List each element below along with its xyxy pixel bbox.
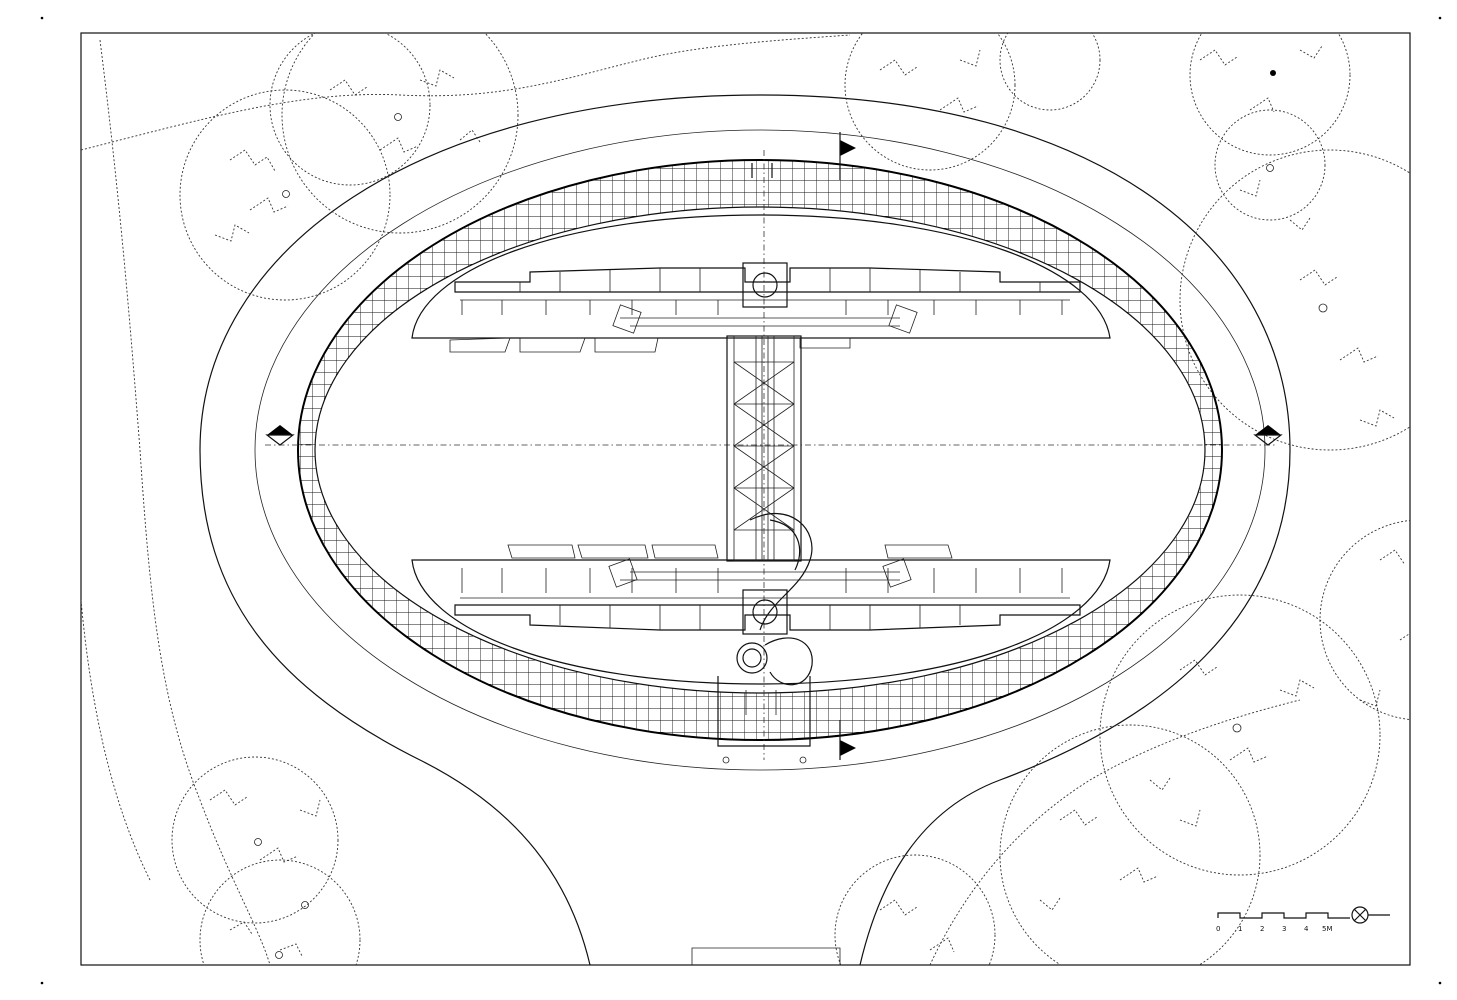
- corner-marks: [40, 16, 1442, 985]
- scale-tick-3: 3: [1282, 925, 1286, 933]
- north-arrow-icon: [1351, 906, 1390, 924]
- grid-roof-ring: [290, 150, 1230, 750]
- section-markers: [265, 132, 1283, 760]
- site-boundary-lines: [81, 34, 1301, 965]
- inner-floor: [265, 150, 1275, 760]
- scale-tick-0: 0: [1216, 925, 1220, 933]
- foliage-hatching: [209, 45, 1410, 957]
- drawing-frame: [80, 32, 1411, 966]
- scale-tick-4: 4: [1304, 925, 1309, 933]
- spiral-stair: [736, 513, 813, 686]
- central-bridge-truss: [726, 335, 802, 562]
- upper-equipment-bank: [449, 262, 1081, 353]
- south-entry: [691, 676, 841, 965]
- scale-tick-1: 1: [1238, 925, 1242, 933]
- scale-bar: 0 1 2 3 4 5M: [1216, 912, 1350, 933]
- north-opening: [751, 163, 773, 178]
- lower-equipment-bank: [454, 544, 1081, 635]
- scale-tick-2: 2: [1260, 925, 1264, 933]
- scale-unit-label: 5M: [1322, 925, 1333, 933]
- inner-drive-edge: [254, 129, 1266, 771]
- tree-trunks: [254, 70, 1328, 959]
